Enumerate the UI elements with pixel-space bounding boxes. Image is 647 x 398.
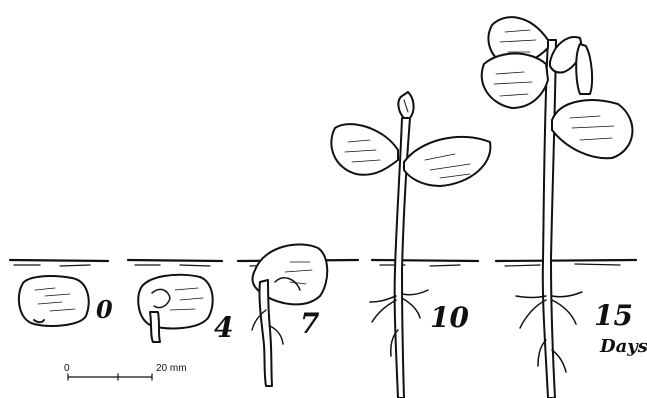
label-day-15: 15 (594, 299, 633, 332)
scale-bar-start-label: 0 (64, 363, 70, 374)
seedling-day-10 (331, 92, 490, 398)
label-day-0: 0 (96, 295, 113, 324)
label-day-7: 7 (300, 307, 320, 340)
days-label: Days (599, 336, 647, 357)
label-day-10: 10 (430, 301, 469, 334)
seedling-day-4 (138, 275, 212, 342)
scale-bar-end-label: 20 mm (156, 363, 187, 374)
label-day-4: 4 (214, 311, 233, 344)
seed-day-0 (19, 276, 89, 326)
scale-bar: 0 20 mm (64, 363, 187, 380)
